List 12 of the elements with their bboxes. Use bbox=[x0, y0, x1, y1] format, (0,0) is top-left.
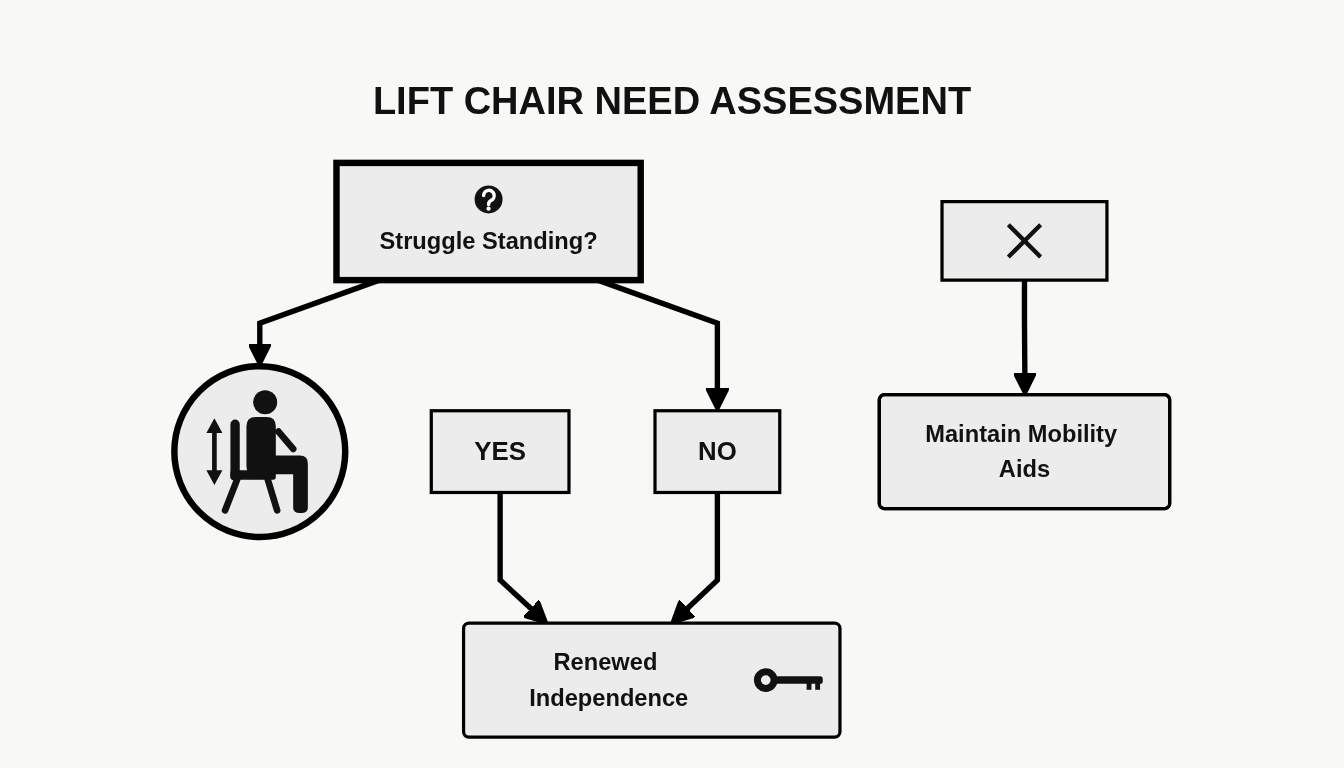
question-box bbox=[333, 159, 644, 284]
node-label: YES bbox=[474, 435, 526, 468]
node-label: Renewed Independence bbox=[528, 647, 690, 714]
node-label: NO bbox=[698, 435, 737, 468]
answer-box bbox=[429, 409, 571, 495]
outcome-box bbox=[461, 621, 842, 739]
answer-box bbox=[653, 409, 782, 495]
diagram-title: LIFT CHAIR NEED ASSESSMENT bbox=[372, 79, 972, 124]
outcome-box bbox=[877, 393, 1172, 511]
node-label: Maintain Mobility Aids bbox=[924, 419, 1119, 485]
cross-box bbox=[940, 200, 1109, 282]
node-label: Struggle Standing? bbox=[379, 226, 598, 257]
